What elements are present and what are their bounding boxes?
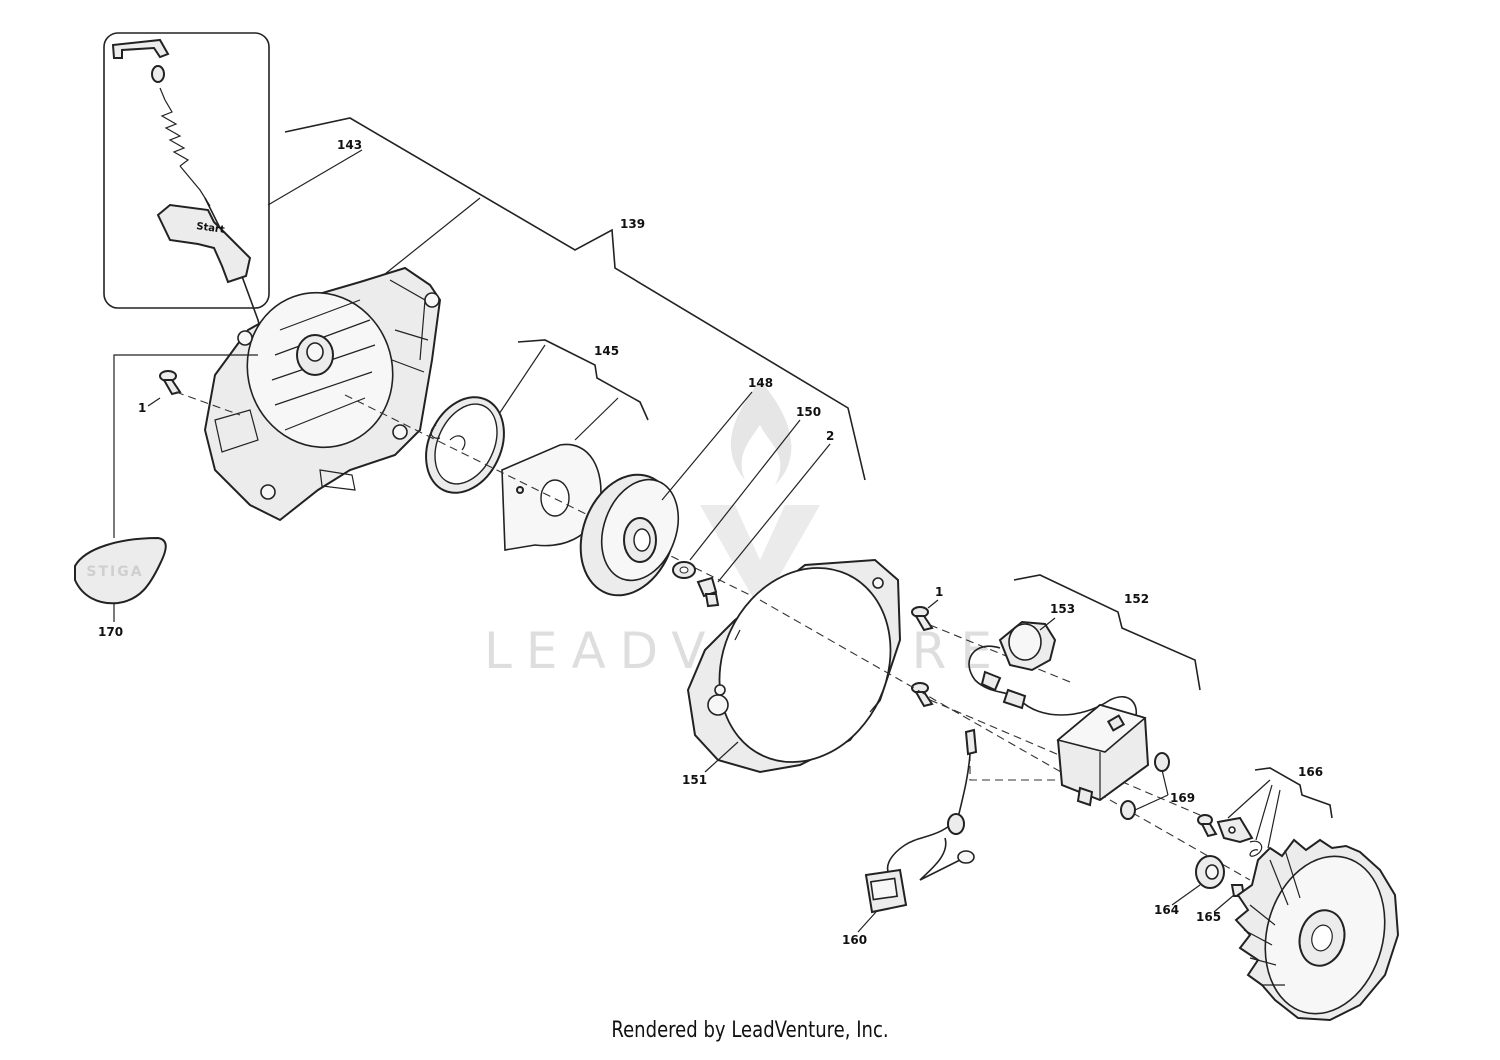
leader-2 [717, 443, 831, 583]
pulley-148 [579, 473, 680, 597]
label-143: 143 [337, 138, 362, 152]
bracket-166 [1254, 767, 1333, 819]
bracket-152 [1013, 574, 1201, 691]
pawl-assembly [1197, 814, 1263, 857]
leader-169 [1134, 769, 1169, 811]
label-150: 150 [796, 405, 821, 419]
recoil-spring [425, 396, 505, 494]
screw-1-left: 1 [138, 370, 241, 416]
label-151: 151 [682, 773, 707, 787]
watermark-v-icon [700, 505, 820, 610]
label-153: 153 [1050, 602, 1075, 616]
leader-1-left [147, 397, 161, 407]
stiga-badge-logo-text: STIGA [86, 564, 143, 580]
spark-plug-boot-153 [968, 620, 1137, 721]
leader-139-housing [379, 197, 481, 279]
leader-170 [113, 354, 258, 538]
label-160: 160 [842, 933, 867, 947]
starter-housing [203, 266, 442, 522]
fan-housing-151 [686, 558, 902, 774]
leader-148 [661, 391, 753, 501]
label-169: 169 [1170, 791, 1195, 805]
label-1-left: 1 [138, 401, 146, 415]
leader-160 [857, 911, 877, 933]
watermark-flame-icon [730, 380, 792, 485]
start-handle-text: Start [196, 221, 226, 236]
bracket-139 [284, 117, 866, 481]
label-2: 2 [826, 429, 834, 443]
screw-2 [696, 576, 720, 608]
label-170: 170 [98, 625, 123, 639]
axis-ignition [759, 599, 1251, 881]
bracket-145 [517, 339, 649, 421]
stop-switch-160 [864, 728, 978, 914]
leader-150 [689, 419, 801, 561]
cord-grommet [151, 65, 165, 83]
leader-1-right [927, 599, 939, 609]
label-164: 164 [1154, 903, 1179, 917]
leader-165 [1213, 894, 1235, 913]
label-152: 152 [1124, 592, 1149, 606]
start-handle [156, 203, 252, 284]
washer-150 [672, 561, 696, 579]
flywheel [1234, 838, 1400, 1022]
stiga-badge: STIGA [74, 536, 167, 605]
cord-clip [111, 38, 170, 59]
leader-153 [1039, 617, 1056, 631]
footer-credit: Rendered by LeadVenture, Inc. [611, 1018, 889, 1043]
label-165: 165 [1196, 910, 1221, 924]
leader-143 [267, 149, 363, 206]
ignition-coil [1056, 703, 1150, 807]
flywheel-nut-164 [1195, 855, 1225, 889]
label-166: 166 [1298, 765, 1323, 779]
label-1-right: 1 [935, 585, 943, 599]
inset-starter-cord: Start [103, 32, 299, 501]
label-148: 148 [748, 376, 773, 390]
label-139: 139 [620, 217, 645, 231]
leader-164 [1171, 884, 1201, 906]
label-145: 145 [594, 344, 619, 358]
leader-151 [704, 741, 739, 773]
